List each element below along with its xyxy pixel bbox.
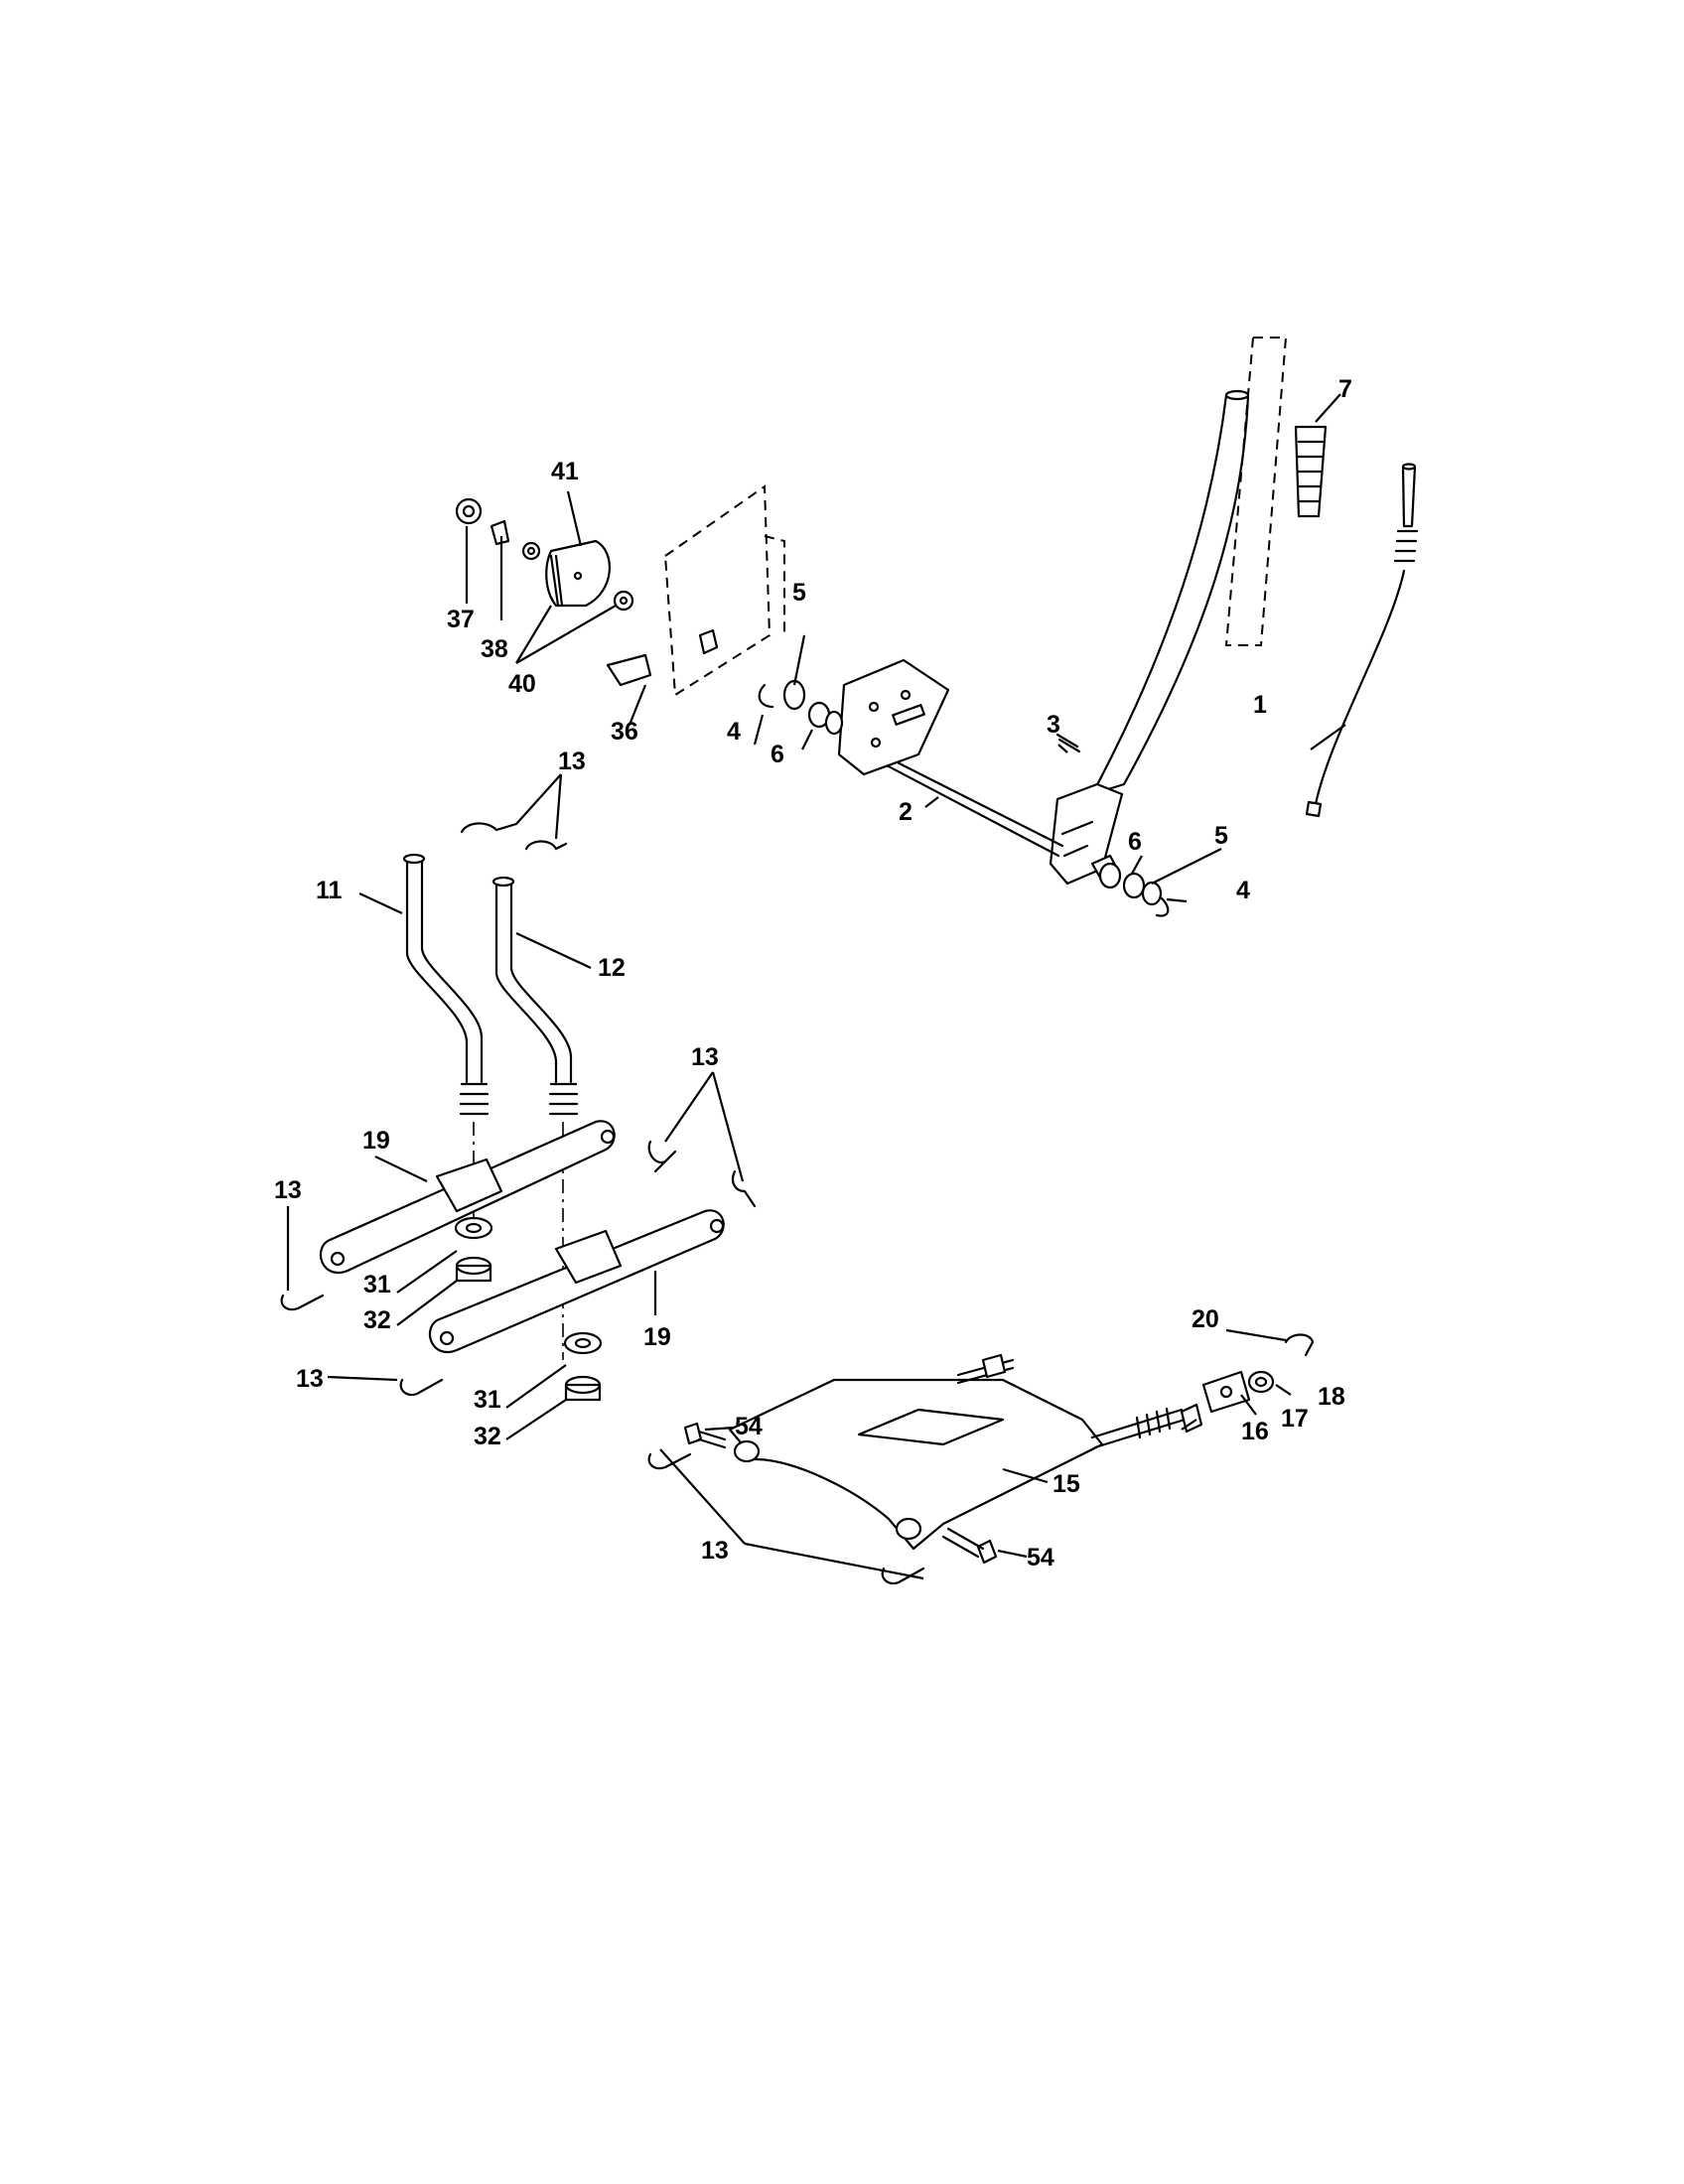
callout-38: 38 bbox=[481, 635, 508, 663]
callout-5-right: 5 bbox=[1214, 822, 1228, 850]
lift-lever-assembly bbox=[1049, 337, 1328, 886]
callout-15: 15 bbox=[1052, 1470, 1080, 1498]
callout-labels: 1 2 3 4 4 5 5 6 6 7 11 12 13 13 13 13 13… bbox=[274, 375, 1352, 1571]
callout-32-bottom: 32 bbox=[474, 1423, 501, 1450]
callout-4-left: 4 bbox=[727, 718, 741, 746]
callout-13-mid-right: 13 bbox=[691, 1043, 719, 1071]
leader-lines bbox=[286, 393, 1346, 1580]
callout-32-top: 32 bbox=[363, 1306, 391, 1334]
callout-37: 37 bbox=[447, 606, 475, 633]
callout-19-bottom: 19 bbox=[643, 1323, 671, 1351]
bolts bbox=[683, 1422, 998, 1565]
callout-5-left: 5 bbox=[792, 579, 806, 607]
callout-2: 2 bbox=[899, 798, 912, 826]
callout-1: 1 bbox=[1253, 691, 1267, 719]
callout-54-top: 54 bbox=[735, 1413, 763, 1440]
callout-41: 41 bbox=[551, 458, 579, 485]
callout-11: 11 bbox=[316, 877, 343, 904]
callout-13-left: 13 bbox=[274, 1176, 302, 1204]
lift-links bbox=[402, 853, 579, 1360]
lift-arms bbox=[319, 1120, 725, 1354]
callout-16: 16 bbox=[1241, 1418, 1269, 1445]
cable bbox=[1305, 463, 1419, 818]
washers-bushings bbox=[758, 679, 1170, 917]
callout-13-lower-left: 13 bbox=[296, 1365, 324, 1393]
callout-31-bottom: 31 bbox=[474, 1386, 501, 1414]
callout-4-right: 4 bbox=[1236, 877, 1250, 904]
callout-17: 17 bbox=[1281, 1405, 1309, 1433]
trunnion-assembly bbox=[1180, 1333, 1315, 1433]
callout-18: 18 bbox=[1318, 1383, 1345, 1411]
callout-6-right: 6 bbox=[1128, 828, 1142, 856]
callout-12: 12 bbox=[598, 954, 626, 982]
callout-7: 7 bbox=[1338, 375, 1352, 403]
callout-13-top: 13 bbox=[558, 748, 586, 775]
callout-20: 20 bbox=[1192, 1305, 1219, 1333]
callout-54-bottom: 54 bbox=[1027, 1544, 1054, 1571]
callout-3: 3 bbox=[1047, 711, 1060, 739]
handle-grip bbox=[1294, 425, 1328, 518]
callout-36: 36 bbox=[611, 718, 638, 746]
knob-assembly bbox=[455, 497, 652, 687]
nuts-spacers bbox=[454, 1216, 603, 1402]
side-panel bbox=[663, 484, 785, 697]
bottom-bracket bbox=[728, 1353, 1187, 1551]
callout-13-bottom: 13 bbox=[701, 1537, 729, 1565]
callout-19-top: 19 bbox=[362, 1127, 390, 1155]
callout-31-top: 31 bbox=[363, 1271, 391, 1298]
callout-40: 40 bbox=[508, 670, 536, 698]
callout-6-left: 6 bbox=[771, 741, 784, 768]
